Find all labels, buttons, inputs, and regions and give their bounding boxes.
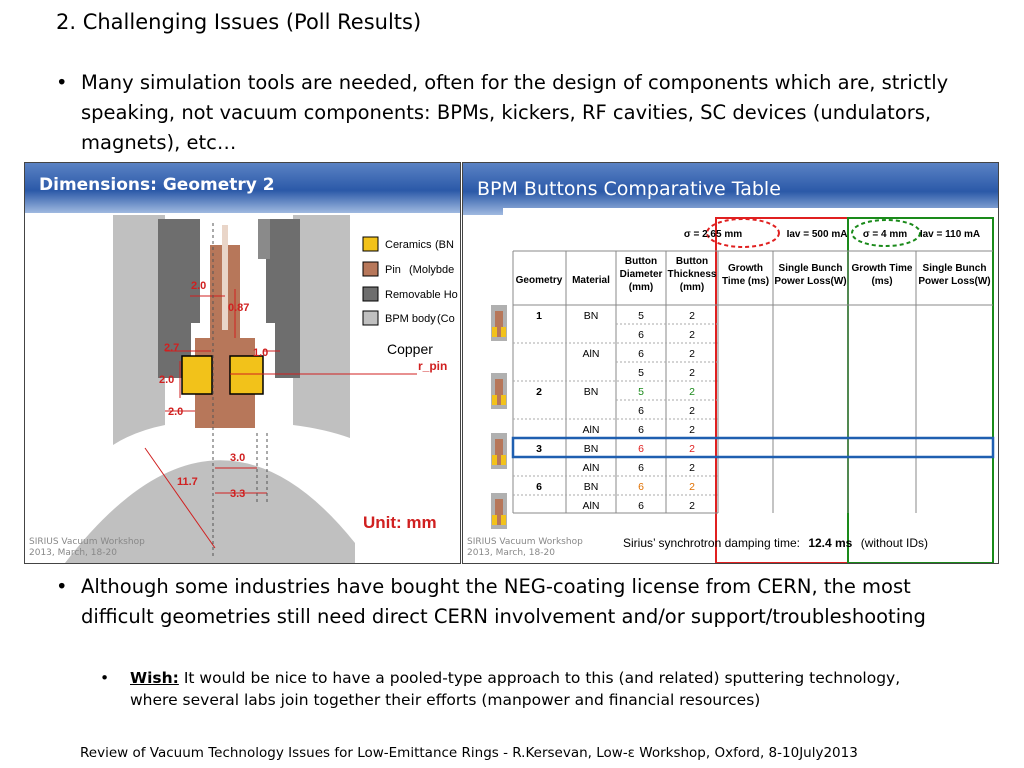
dim-value: 2.0 [168,406,183,418]
right-panel-title: BPM Buttons Comparative Table [477,178,781,200]
dim-value: 3.0 [230,452,245,464]
table-cell-dia: 6 [638,424,644,436]
table-cell-thk: 2 [689,310,695,322]
bullet-text: Many simulation tools are needed, often … [81,71,949,154]
table-cell-mat: AlN [583,424,600,436]
table-cell-dia: 6 [638,481,644,493]
col-header-button-diameter: Button Diameter (mm) [619,256,663,293]
table-cell-dia: 6 [638,462,644,474]
credit-line: SIRIUS Vacuum Workshop [29,537,145,547]
col-header-power-loss-1: Single Bunch Power Loss(W) [774,263,847,287]
table-cell-dia: 6 [638,500,644,512]
right-panel-banner: BPM Buttons Comparative Table [463,163,998,215]
table-cell-geo: 1 [536,310,542,322]
geometry-thumbnail-icons [491,305,507,529]
geometry-dimensions-figure: Dimensions: Geometry 2 [24,162,461,564]
col-header-growth-time-2: Growth Time (ms) [851,263,913,287]
table-cell-dia: 6 [638,348,644,360]
table-cell-thk: 2 [689,386,695,398]
table-cell-dia: 5 [638,367,644,379]
table-cell-thk: 2 [689,348,695,360]
legend-housing-label: Removable Ho [385,289,458,301]
left-panel-title: Dimensions: Geometry 2 [39,175,275,195]
col-header-power-loss-2: Single Bunch Power Loss(W) [918,263,991,287]
damping-time-note: Sirius’ synchrotron damping time: 12.4 m… [623,536,928,550]
slide-title: 2. Challenging Issues (Poll Results) [56,10,422,34]
col-header-geometry: Geometry [516,275,563,286]
table-cell-thk: 2 [689,424,695,436]
damping-value: 12.4 ms [808,536,852,550]
bpm-comparative-table-figure: BPM Buttons Comparative Table σ = 2.65 m… [462,162,999,564]
copper-label: Copper [387,341,433,357]
left-panel-banner: Dimensions: Geometry 2 [25,163,460,213]
credit-line: 2013, March, 18-20 [467,548,555,558]
table-cell-thk: 2 [689,329,695,341]
bullet-marker: • [56,575,68,598]
sub-bullet-marker: • [100,669,110,687]
dim-value: 2.0 [191,280,206,292]
left-panel-credit: SIRIUS Vacuum Workshop 2013, March, 18-2… [29,537,145,559]
table-cell-thk: 2 [689,405,695,417]
dim-value: 0.87 [228,302,249,314]
dim-value: 2.0 [159,374,174,386]
bpm-table-graphic: σ = 2.65 mm Iav = 500 mA σ = 4 mm Iav = … [491,217,995,563]
rpin-label: r_pin [418,359,447,373]
dim-value: 11.7 [177,476,198,488]
table-cell-dia: 6 [638,405,644,417]
table-cell-mat: AlN [583,348,600,360]
iav1-label: Iav = 500 mA [787,229,848,240]
wish-text: It would be nice to have a pooled-type a… [130,669,901,709]
legend-pin-label: Pin [385,264,401,276]
table-cell-thk: 2 [689,481,695,493]
bpm-cross-section-drawing: Ceramics (BN Pin (Molybde Removable Ho B… [65,215,458,563]
sub-bullet-text: Wish: It would be nice to have a pooled-… [130,667,945,711]
highlight-row-box [511,436,995,459]
table-cell-dia: 6 [638,443,644,455]
bullet-marker: • [56,71,68,94]
table-cell-dia: 6 [638,329,644,341]
legend-body-label: BPM body [385,313,436,325]
table-cell-mat: BN [584,481,599,493]
table-cell-dia: 5 [638,386,644,398]
table-cell-dia: 5 [638,310,644,322]
table-cell-geo: 6 [536,481,542,493]
table-cell-mat: AlN [583,462,600,474]
bullet-text: Although some industries have bought the… [81,575,926,628]
dim-value: 3.3 [230,488,245,500]
sigma2-label: σ = 4 mm [863,229,907,240]
table-cell-mat: BN [584,443,599,455]
dim-value: 1.0 [253,347,268,359]
table-cell-geo: 2 [536,386,542,398]
wish-label: Wish: [130,669,179,687]
credit-line: 2013, March, 18-20 [29,548,117,558]
damping-prefix: Sirius’ synchrotron damping time: [623,536,800,550]
credit-line: SIRIUS Vacuum Workshop [467,537,583,547]
right-panel-credit: SIRIUS Vacuum Workshop 2013, March, 18-2… [467,537,583,559]
damping-suffix: (without IDs) [861,536,928,550]
slide-footer: Review of Vacuum Technology Issues for L… [80,745,858,761]
table-cell-thk: 2 [689,367,695,379]
table-cell-mat: BN [584,386,599,398]
table-cell-thk: 2 [689,443,695,455]
table-cell-thk: 2 [689,500,695,512]
legend-body-note: (Co [437,313,455,325]
col-header-button-thickness: Button Thickness (mm) [667,256,717,293]
sigma1-label: σ = 2.65 mm [684,229,742,240]
dim-value: 2.7 [164,342,179,354]
table-cell-mat: BN [584,310,599,322]
iav2-label: Iav = 110 mA [920,229,980,240]
table-cell-mat: AlN [583,500,600,512]
table-cell-geo: 3 [536,443,542,455]
col-header-growth-time-1: Growth Time (ms) [721,263,770,287]
legend-ceramics-note: (BN [435,239,454,251]
legend-ceramics-label: Ceramics [385,239,432,251]
legend-pin-note: (Molybde [409,264,454,276]
unit-label: Unit: mm [363,513,437,532]
col-header-material: Material [572,275,610,286]
table-cell-thk: 2 [689,462,695,474]
